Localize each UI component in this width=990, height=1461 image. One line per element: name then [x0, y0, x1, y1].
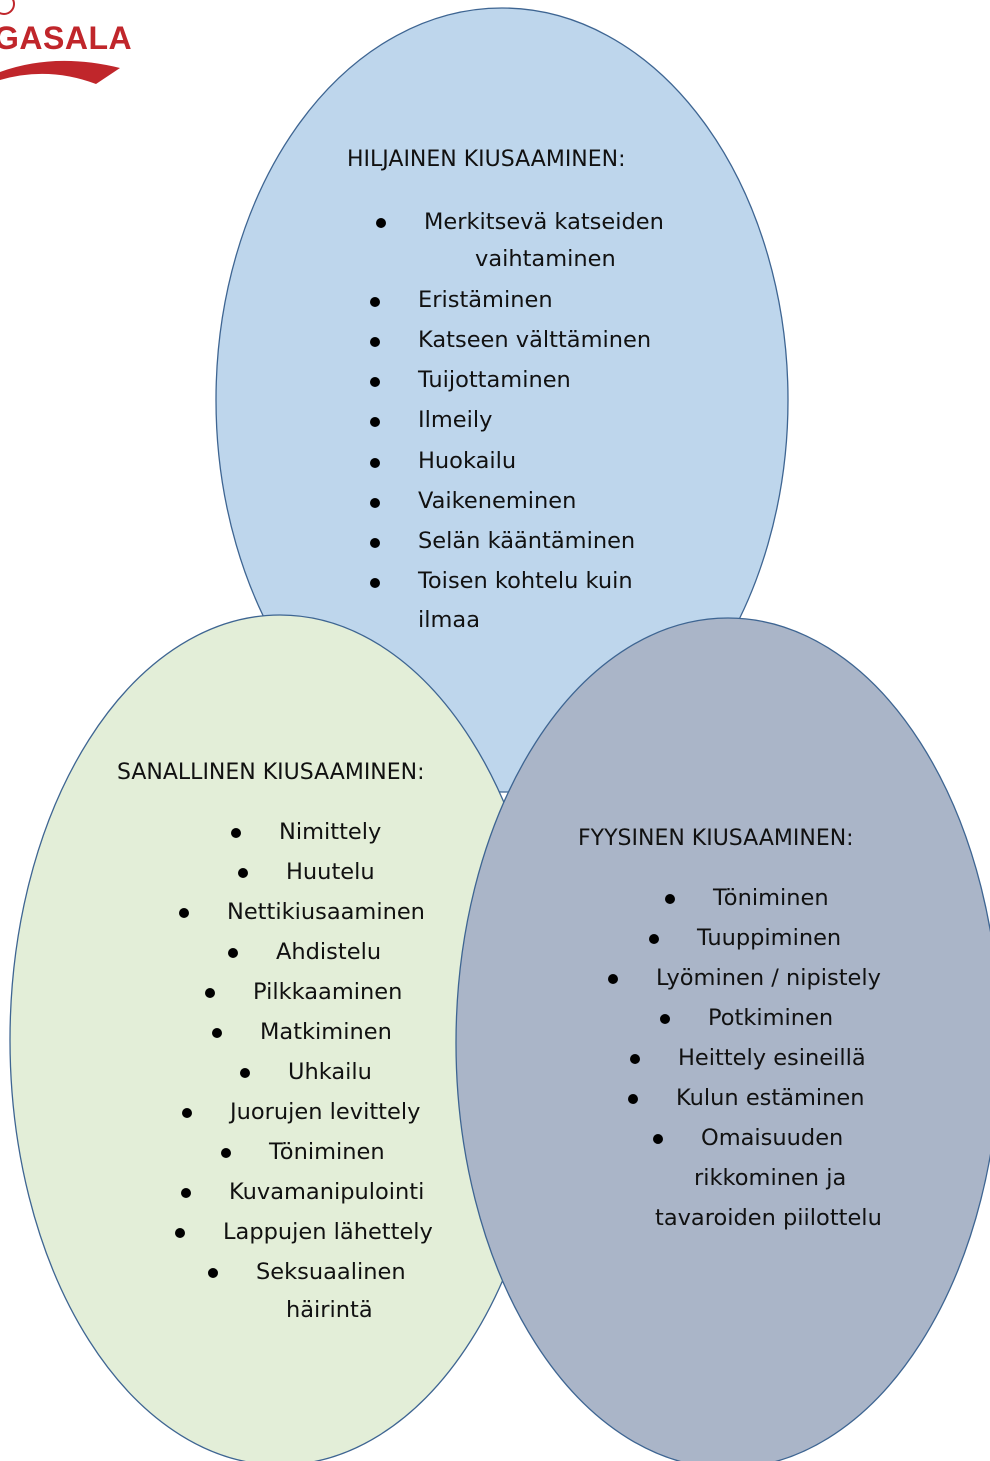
verbal-item-name-calling: Nimittely [279, 819, 382, 845]
bullet-icon [370, 417, 380, 427]
physical-item-hitting: Lyöminen / nipistely [656, 965, 881, 991]
verbal-item-sexual-harassment-cont: häirintä [286, 1297, 373, 1323]
bullet-icon [628, 1094, 638, 1104]
silent-item-grimacing: Ilmeily [418, 407, 493, 433]
bullet-icon [175, 1228, 185, 1238]
bullet-icon [370, 578, 380, 588]
silent-item-ignoring: Toisen kohtelu kuin [418, 568, 633, 594]
silent-item-avoiding-gaze: Katseen välttäminen [418, 327, 652, 353]
verbal-item-pushing: Töniminen [269, 1139, 385, 1165]
verbal-item-threatening: Uhkailu [288, 1059, 372, 1085]
physical-item-kicking: Potkiminen [708, 1005, 834, 1031]
physical-item-pushing: Töniminen [713, 885, 829, 911]
bullet-icon [181, 1188, 191, 1198]
bullet-icon [653, 1134, 663, 1144]
bullet-icon [370, 337, 380, 347]
bullet-icon [238, 868, 248, 878]
physical-item-blocking: Kulun estäminen [676, 1085, 865, 1111]
verbal-item-shouting: Huutelu [286, 859, 375, 885]
verbal-item-cyberbullying: Nettikiusaaminen [227, 899, 425, 925]
bullet-icon [370, 538, 380, 548]
silent-item-ignoring-cont: ilmaa [418, 607, 480, 633]
verbal-item-image-manipulation: Kuvamanipulointi [229, 1179, 425, 1205]
verbal-item-notes: Lappujen lähettely [223, 1219, 433, 1245]
physical-item-property-cont: rikkominen ja [694, 1165, 847, 1191]
bullet-icon [370, 498, 380, 508]
physical-item-throwing: Heittely esineillä [678, 1045, 866, 1071]
bullet-icon [240, 1068, 250, 1078]
silent-item-eye-contact: Merkitsevä katseiden [424, 209, 664, 235]
bullet-icon [208, 1268, 218, 1278]
verbal-item-sexual-harassment: Seksuaalinen [256, 1259, 406, 1285]
verbal-item-imitating: Matkiminen [260, 1019, 392, 1045]
physical-item-property-cont-2: tavaroiden piilottelu [655, 1205, 882, 1231]
bullet-icon [221, 1148, 231, 1158]
silent-bullying-title: HILJAINEN KIUSAAMINEN: [347, 147, 626, 172]
bullet-icon [370, 458, 380, 468]
bullet-icon [660, 1014, 670, 1024]
verbal-item-harassment: Ahdistelu [276, 939, 382, 965]
silent-item-staring: Tuijottaminen [418, 367, 571, 393]
bullet-icon [205, 988, 215, 998]
bullet-icon [376, 218, 386, 228]
silent-bullying-ellipse [215, 7, 789, 793]
verbal-bullying-title: SANALLINEN KIUSAAMINEN: [117, 760, 425, 785]
silent-item-turning-back: Selän kääntäminen [418, 528, 636, 554]
physical-item-property: Omaisuuden [701, 1125, 844, 1151]
bullet-icon [228, 948, 238, 958]
bullet-icon [630, 1054, 640, 1064]
silent-item-sighing: Huokailu [418, 448, 517, 474]
bullet-icon [179, 908, 189, 918]
bullet-icon [370, 377, 380, 387]
bullet-icon [231, 828, 241, 838]
bullet-icon [608, 974, 618, 984]
bullet-icon [665, 894, 675, 904]
silent-item-silence: Vaikeneminen [418, 488, 577, 514]
silent-item-eye-contact-cont: vaihtaminen [475, 246, 616, 272]
silent-item-isolation: Eristäminen [418, 287, 553, 313]
physical-item-shoving: Tuuppiminen [697, 925, 842, 951]
physical-bullying-title: FYYSINEN KIUSAAMINEN: [578, 826, 854, 851]
bullet-icon [182, 1108, 192, 1118]
logo-swoosh [0, 60, 120, 84]
verbal-item-mocking: Pilkkaaminen [253, 979, 403, 1005]
bullet-icon [649, 934, 659, 944]
logo-emblem [0, 0, 15, 15]
verbal-item-rumors: Juorujen levittely [230, 1099, 421, 1125]
bullet-icon [212, 1028, 222, 1038]
bullet-icon [370, 297, 380, 307]
logo-text: GASALA [0, 20, 133, 56]
physical-bullying-ellipse [455, 617, 990, 1461]
